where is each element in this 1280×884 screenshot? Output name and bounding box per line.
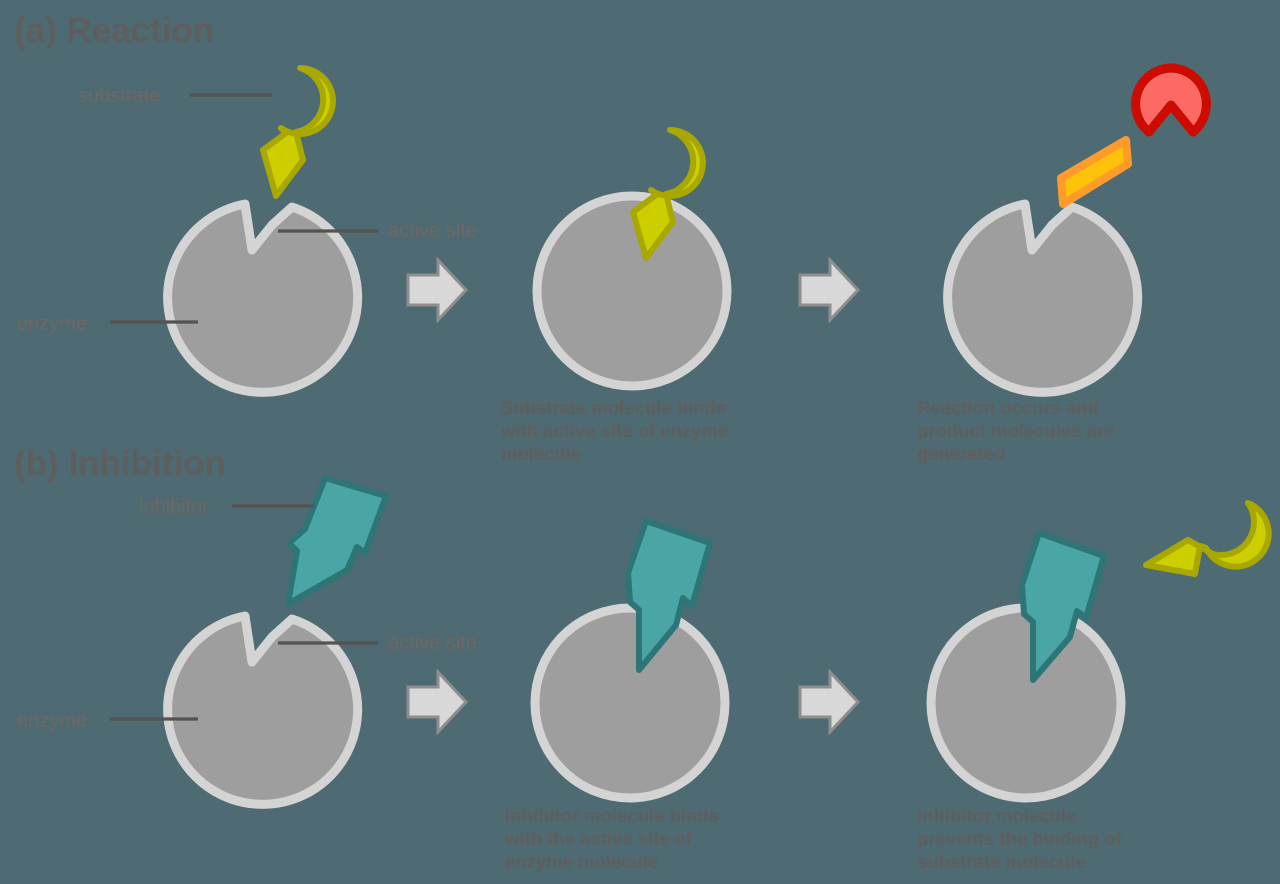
- reaction-panel-3: Reaction occurs and product molecules ar…: [917, 63, 1211, 464]
- flow-arrow-inhibition-2: [798, 668, 861, 736]
- section-inhibition: (b) Inhibition inhibitor active site enz…: [14, 444, 1272, 872]
- caption-line: Substrate molecule binds: [501, 397, 726, 418]
- substrate-shape-bound: [630, 127, 706, 261]
- inhibitor-shape: [285, 475, 389, 607]
- label-active-site: active site: [388, 632, 477, 654]
- inhibition-panel-1: inhibitor active site enzyme: [17, 475, 477, 809]
- caption-line: Reaction occurs and: [917, 397, 1099, 418]
- enzyme-shape: [532, 191, 732, 391]
- caption-line: with the active site of: [504, 828, 693, 849]
- flow-arrow-reaction-2: [798, 256, 861, 324]
- enzyme-shape: [926, 603, 1126, 803]
- caption-line: product molecules are: [917, 420, 1114, 441]
- caption-line: generated: [917, 443, 1005, 464]
- caption-line: with active site of enzyme: [500, 420, 728, 441]
- inhibitor-shape-bound: [1019, 530, 1107, 683]
- section-title-inhibition: (b) Inhibition: [14, 444, 226, 483]
- product-orange-shape: [1057, 136, 1132, 208]
- enzyme-shape: [163, 611, 363, 809]
- inhibitor-shape-bound: [625, 518, 713, 673]
- section-reaction: (a) Reaction substrate active site enzym…: [14, 11, 1211, 464]
- caption-line: substrate molecule: [917, 851, 1086, 872]
- substrate-shape: [260, 65, 336, 199]
- substrate-shape-blocked: [1143, 500, 1272, 577]
- label-inhibitor: inhibitor: [139, 496, 209, 518]
- section-title-reaction: (a) Reaction: [14, 11, 214, 50]
- enzyme-shape: [163, 199, 363, 397]
- inhibition-panel-2: Inhibitor molecule binds with the active…: [504, 518, 730, 872]
- label-enzyme: enzyme: [17, 710, 87, 732]
- caption-line: Inhibitor molecule binds: [505, 805, 719, 826]
- caption-line: prevents the binding of: [917, 828, 1122, 849]
- caption-line: Inhibitor molecule: [917, 805, 1076, 826]
- label-enzyme: enzyme: [17, 313, 87, 335]
- flow-arrow-reaction-1: [406, 256, 469, 324]
- enzyme-shape: [530, 603, 730, 803]
- caption-line: enzyme molecule: [505, 851, 658, 872]
- label-active-site: active site: [388, 220, 477, 242]
- product-red-shape: [1131, 63, 1211, 137]
- inhibition-panel-3: Inhibitor molecule prevents the binding …: [917, 500, 1272, 872]
- flow-arrow-inhibition-1: [406, 668, 469, 736]
- enzyme-shape: [943, 199, 1143, 397]
- reaction-panel-1: substrate active site enzyme: [17, 65, 477, 397]
- reaction-panel-2: Substrate molecule binds with active sit…: [500, 127, 732, 464]
- caption-line: molecule: [501, 443, 581, 464]
- label-substrate: substrate: [78, 85, 160, 107]
